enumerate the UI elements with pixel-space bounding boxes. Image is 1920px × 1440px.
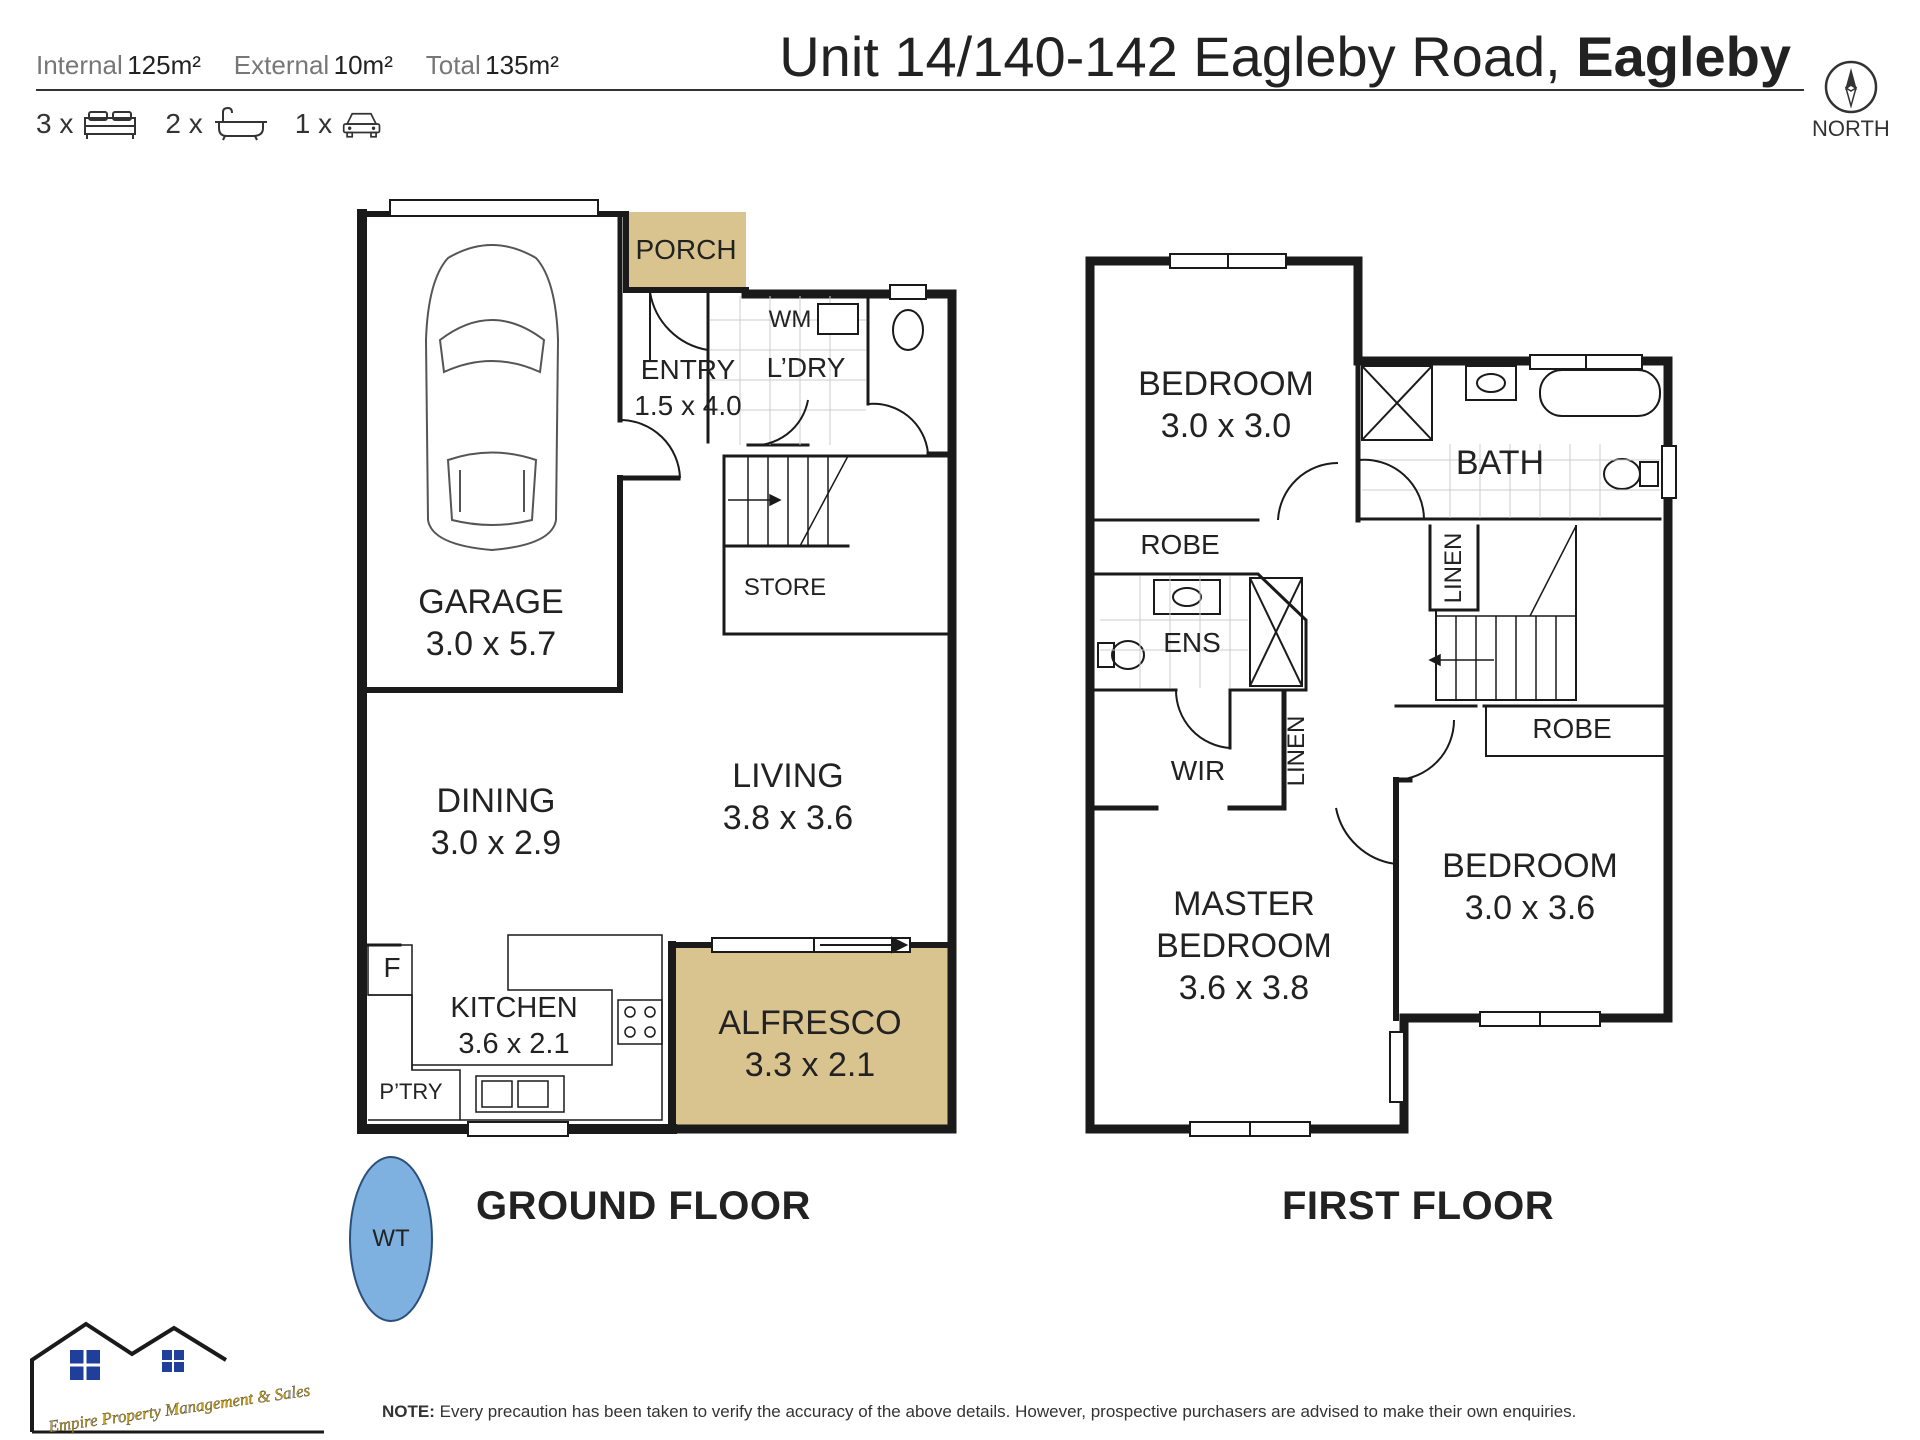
ground-toilet (892, 309, 924, 351)
alfresco-area (672, 945, 948, 1129)
wir-label: WIR (1170, 755, 1226, 786)
car-icon (424, 244, 560, 552)
area-summary: Internal 125m² External 10m² Total 135m² (36, 50, 559, 81)
ground-stairs (728, 455, 849, 547)
compass-icon (1824, 60, 1878, 114)
master-bedroom-label: MASTER BEDROOM 3.6 x 3.8 (1156, 885, 1332, 1007)
bath-fixtures (1361, 365, 1661, 490)
bath-tiles (1362, 444, 1660, 518)
water-tank-label: WT (372, 1225, 410, 1252)
wc-door-swing (867, 402, 929, 454)
store-label: STORE (743, 574, 827, 601)
total-label: Total (425, 50, 481, 80)
bath-icon (214, 106, 267, 141)
sliding-door (711, 936, 911, 954)
car-icon (342, 112, 381, 138)
north-label: NORTH (1812, 116, 1890, 141)
internal-value: 125m² (127, 50, 201, 80)
robe2-label: ROBE (1532, 713, 1612, 744)
laundry-sink (817, 303, 859, 335)
bedroom2-door-swing (1395, 719, 1455, 781)
car-count: 1 x (294, 108, 333, 139)
total-value: 135m² (485, 50, 559, 80)
water-tank (349, 1156, 433, 1322)
bed-icon (84, 111, 137, 139)
alfresco-label: ALFRESCO 3.3 x 2.1 (718, 1004, 902, 1084)
external-value: 10m² (333, 50, 393, 80)
bath-label: BATH (1455, 444, 1545, 482)
robe1-label: ROBE (1140, 529, 1220, 560)
feature-icons: 3 x 2 x 1 x (36, 106, 410, 142)
ensuite-fixtures (1097, 577, 1303, 687)
bedroom1-door-swing (1277, 461, 1339, 521)
porch-area (626, 212, 746, 290)
linen2-label: LINEN (1283, 715, 1310, 787)
linen1-label: LINEN (1440, 532, 1467, 604)
porch-label: PORCH (635, 234, 737, 265)
header-divider (36, 89, 1804, 91)
kitchen-benches (367, 934, 663, 1121)
garage-label: GARAGE 3.0 x 5.7 (418, 583, 564, 663)
internal-label: Internal (36, 50, 123, 80)
first-floor-stairs (1428, 525, 1577, 700)
living-label: LIVING 3.8 x 3.6 (722, 757, 854, 837)
master-door-swing (1335, 807, 1397, 865)
ensuite-door-swing (1174, 689, 1231, 749)
dining-label: DINING 3.0 x 2.9 (430, 782, 562, 862)
first-floor-title: FIRST FLOOR (1282, 1184, 1555, 1228)
wc-window (889, 284, 927, 300)
entry-label: ENTRY 1.5 x 4.0 (634, 354, 742, 421)
disclaimer-note: NOTE: Every precaution has been taken to… (382, 1402, 1576, 1422)
laundry-label: L’DRY (766, 352, 846, 383)
note-label: NOTE: (382, 1402, 435, 1421)
garage-door (389, 199, 599, 217)
ens-label: ENS (1163, 627, 1221, 658)
entry-door-swing (649, 291, 709, 360)
kitchen-cooktop (617, 999, 663, 1045)
external-label: External (233, 50, 330, 80)
kitchen-window (467, 1121, 569, 1137)
pantry-label: P’TRY (379, 1079, 443, 1104)
fridge-label: F (383, 952, 401, 983)
bath-door-swing (1357, 458, 1425, 520)
bedroom1-label: BEDROOM 3.0 x 3.0 (1138, 365, 1314, 445)
bed-count: 3 x (36, 108, 74, 139)
address-street: Unit 14/140-142 Eagleby Road, (779, 25, 1577, 88)
bath-count: 2 x (165, 108, 203, 139)
note-text: Every precaution has been taken to verif… (434, 1402, 1577, 1421)
wm-label: WM (768, 306, 812, 333)
kitchen-label: KITCHEN 3.6 x 2.1 (450, 992, 578, 1060)
kitchen-sink (475, 1075, 565, 1113)
property-address-title: Unit 14/140-142 Eagleby Road, Eagleby (779, 24, 1791, 89)
empire-logo: Empire Property Management & Sales (30, 1321, 324, 1435)
ground-floor-title: GROUND FLOOR (476, 1184, 811, 1228)
bedroom2-label: BEDROOM 3.0 x 3.6 (1442, 847, 1618, 927)
address-suburb: Eagleby (1576, 25, 1791, 88)
laundry-door-swing (747, 399, 809, 447)
ensuite-tiles (1100, 576, 1248, 688)
garage-door-swing (619, 419, 681, 479)
logo-text: Empire Property Management & Sales (46, 1381, 312, 1435)
